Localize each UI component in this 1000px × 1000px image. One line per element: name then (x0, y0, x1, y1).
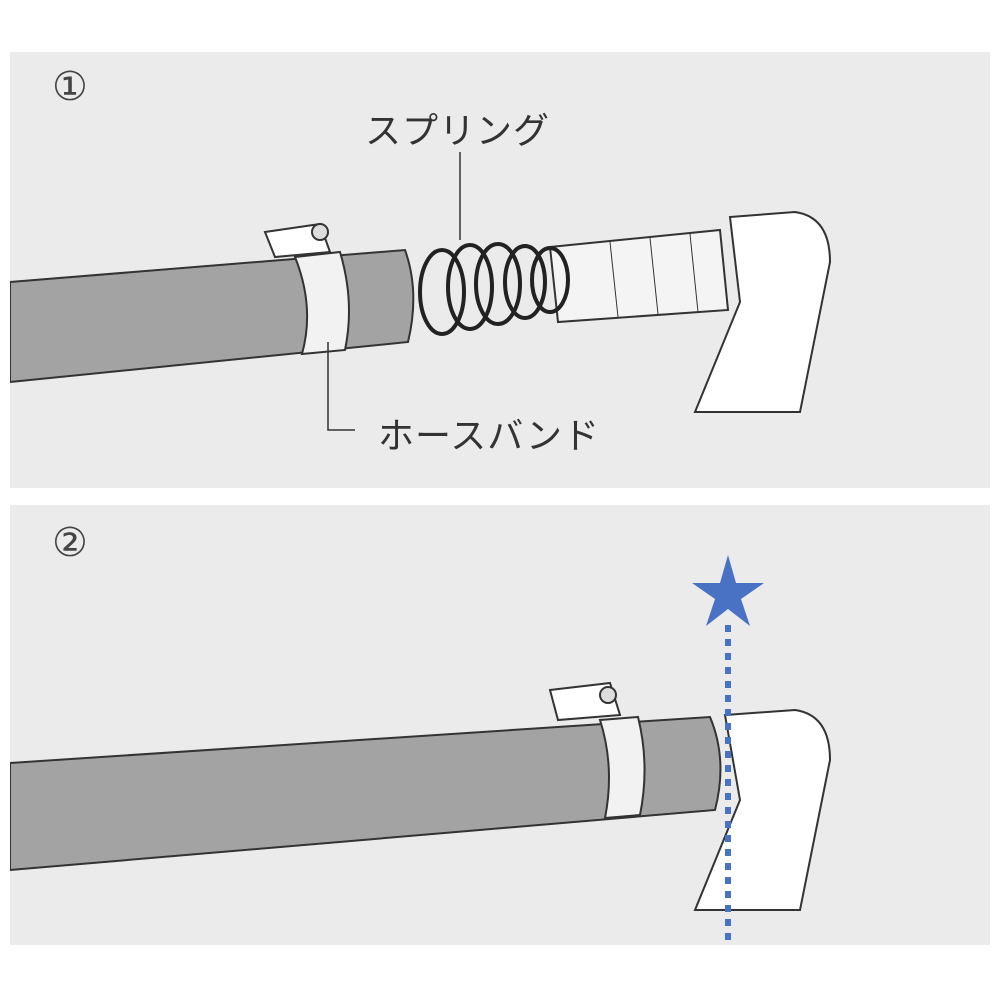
step-number: ① (52, 64, 88, 110)
step-2-illustration (10, 555, 832, 945)
elbow-pipe (693, 708, 832, 911)
hose-band (598, 715, 646, 820)
spring-label: スプリング (365, 111, 551, 152)
spring (418, 242, 570, 336)
step-1-illustration (10, 152, 832, 431)
step-1-panel: ① スプリング ホースバンド (10, 52, 990, 488)
hose (10, 715, 722, 872)
hose-band (293, 250, 350, 356)
drain-connector (548, 228, 730, 324)
step-number: ② (52, 520, 88, 566)
star-icon (692, 555, 764, 626)
elbow-pipe (693, 210, 832, 413)
step-2-panel: ② (10, 505, 990, 945)
hose (10, 248, 415, 384)
hose-band-label: ホースバンド (378, 416, 601, 457)
